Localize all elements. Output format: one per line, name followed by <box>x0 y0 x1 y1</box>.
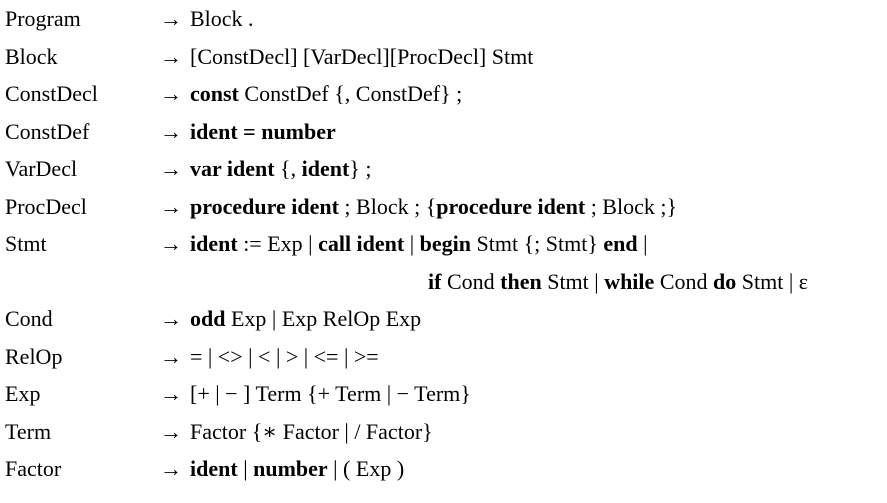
nonterminal-name: Stmt <box>5 231 47 256</box>
produces-arrow-icon: → <box>160 156 182 181</box>
produces-arrow-icon: → <box>160 343 182 369</box>
nonterminal-name: Exp <box>5 381 41 406</box>
nonterminal-name: Term <box>5 418 52 444</box>
produces-arrow-icon: → <box>160 43 182 69</box>
nonterminal-token: ; Block ;} <box>585 193 678 219</box>
production-rule-row: Cond → odd Exp | Exp RelOp Exp <box>0 300 887 338</box>
produces-arrow-icon: → <box>160 418 182 444</box>
terminal-token: ident <box>301 156 350 181</box>
produces-arrow-icon: → <box>160 81 182 106</box>
production-rule-row: ProcDecl → procedure ident ; Block ; {proc… <box>0 188 887 226</box>
nonterminal-token: Stmt {; Stmt} <box>471 231 604 256</box>
nonterminal-name: Cond <box>5 306 53 331</box>
production-rule-row: Factor → ident | number | ( Exp ) <box>0 450 887 488</box>
terminal-token: ident <box>190 456 238 481</box>
terminal-token: do <box>713 268 737 294</box>
production-body: [ConstDecl] [VarDecl][ProcDecl] Stmt <box>190 38 887 76</box>
nonterminal-name: Block <box>5 43 58 69</box>
production-body: Factor {∗ Factor | / Factor} <box>190 413 887 451</box>
terminal-token: ident = number <box>190 118 336 144</box>
produces-arrow-icon: → <box>160 118 182 144</box>
nonterminal-name: ConstDecl <box>5 81 98 106</box>
production-rule-row: VarDecl → var ident {, ident} ; <box>0 150 887 188</box>
terminal-token: procedure ident <box>436 193 586 219</box>
nonterminal-name: RelOp <box>5 343 63 369</box>
production-rule-row: Exp → [+ | − ] Term {+ Term | − Term} <box>0 375 887 413</box>
nonterminal-token: Block . <box>190 6 254 31</box>
production-body: ident = number <box>190 113 887 151</box>
nonterminal-name: ConstDef <box>5 118 90 144</box>
nonterminal-token: | <box>237 456 254 481</box>
terminal-token: if <box>428 268 442 294</box>
produces-arrow-icon: → <box>160 381 182 406</box>
production-body: [+ | − ] Term {+ Term | − Term} <box>190 375 887 413</box>
nonterminal-token: Cond <box>654 268 713 294</box>
nonterminal-token: Stmt | ε <box>736 268 808 294</box>
production-rule-row: ConstDef → ident = number <box>0 113 887 151</box>
nonterminal-name: VarDecl <box>5 156 78 181</box>
nonterminal-token: ConstDef {, ConstDef} ; <box>238 81 463 106</box>
production-rule-row: if Cond then Stmt | while Cond do Stmt |… <box>0 263 887 301</box>
nonterminal-token: := Exp | <box>237 231 319 256</box>
nonterminal-name: Factor <box>5 456 62 481</box>
terminal-token: odd <box>190 306 226 331</box>
nonterminal-token: Cond <box>441 268 501 294</box>
nonterminal-token: Stmt | <box>541 268 605 294</box>
nonterminal-token: | <box>637 231 648 256</box>
production-body: odd Exp | Exp RelOp Exp <box>190 300 887 338</box>
production-rule-row: Term → Factor {∗ Factor | / Factor} <box>0 413 887 451</box>
produces-arrow-icon: → <box>160 6 182 31</box>
nonterminal-name: ProcDecl <box>5 193 87 219</box>
production-body: Block . <box>190 0 887 38</box>
nonterminal-name: Program <box>5 6 81 31</box>
production-body: ident | number | ( Exp ) <box>190 450 887 488</box>
production-body: if Cond then Stmt | while Cond do Stmt |… <box>190 263 887 301</box>
nonterminal-token: Exp | Exp RelOp Exp <box>225 306 422 331</box>
nonterminal-token: {, <box>274 156 302 181</box>
produces-arrow-icon: → <box>160 231 182 256</box>
nonterminal-token: = | <> | < | > | <= | >= <box>190 343 379 369</box>
nonterminal-token: | ( Exp ) <box>327 456 405 481</box>
terminal-token: call ident <box>318 231 405 256</box>
production-body: var ident {, ident} ; <box>190 150 887 188</box>
terminal-token: ident <box>190 231 238 256</box>
terminal-token: end <box>603 231 638 256</box>
nonterminal-token: ; Block ; { <box>338 193 437 219</box>
production-rule-row: ConstDecl → const ConstDef {, ConstDef} ; <box>0 75 887 113</box>
produces-arrow-icon: → <box>160 193 182 219</box>
terminal-token: procedure ident <box>190 193 339 219</box>
produces-arrow-icon: → <box>160 456 182 481</box>
nonterminal-token: [ConstDecl] [VarDecl][ProcDecl] Stmt <box>190 43 534 69</box>
nonterminal-token: | <box>404 231 420 256</box>
production-body: ident := Exp | call ident | begin Stmt {… <box>190 225 887 263</box>
production-body: = | <> | < | > | <= | >= <box>190 338 887 376</box>
nonterminal-token: [+ | − ] Term {+ Term | − Term} <box>190 381 471 406</box>
production-rule-row: Stmt → ident := Exp | call ident | begin S… <box>0 225 887 263</box>
production-rule-row: Program → Block . <box>0 0 887 38</box>
terminal-token: var ident <box>190 156 275 181</box>
nonterminal-token: } ; <box>349 156 372 181</box>
terminal-token: const <box>190 81 239 106</box>
production-rule-row: Block → [ConstDecl] [VarDecl][ProcDecl] St… <box>0 38 887 76</box>
terminal-token: then <box>500 268 542 294</box>
production-body: const ConstDef {, ConstDef} ; <box>190 75 887 113</box>
produces-arrow-icon: → <box>160 306 182 331</box>
terminal-token: begin <box>419 231 471 256</box>
production-rule-row: RelOp → = | <> | < | > | <= | >= <box>0 338 887 376</box>
terminal-token: while <box>604 268 655 294</box>
production-body: procedure ident ; Block ; {procedure ide… <box>190 188 887 226</box>
nonterminal-token: Factor {∗ Factor | / Factor} <box>190 418 433 444</box>
terminal-token: number <box>253 456 328 481</box>
